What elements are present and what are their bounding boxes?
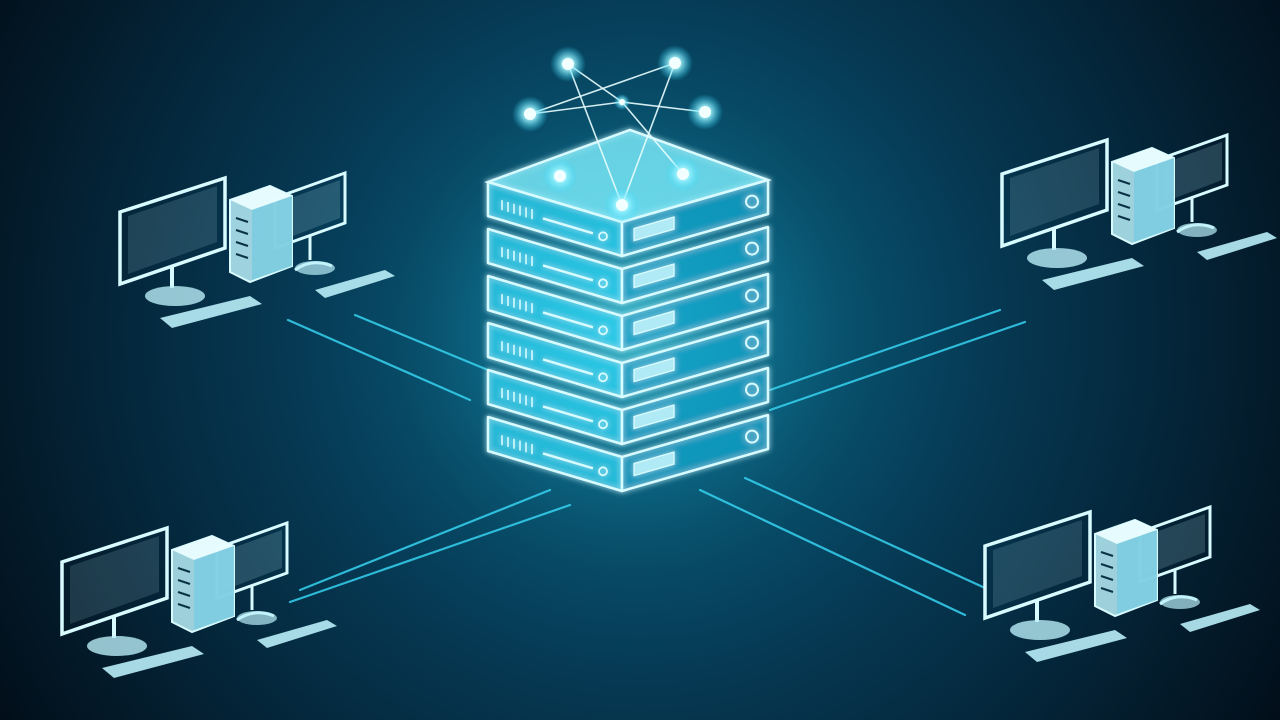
topology-node [677, 168, 689, 180]
server-button [745, 382, 759, 397]
drive-bay [177, 567, 191, 573]
network-nodes-icon [512, 45, 723, 223]
keyboard [160, 296, 262, 328]
server-rack-icon [484, 128, 773, 493]
topology-link [529, 62, 676, 115]
workstation-bottom-left [60, 520, 337, 678]
server-button [745, 288, 759, 303]
drive-bay [1117, 179, 1131, 185]
desktop-computer-icon [118, 175, 227, 287]
workstation-top-left [118, 170, 395, 328]
drive-bay [235, 217, 249, 223]
front-panel [633, 357, 675, 383]
drive-bar [542, 217, 594, 235]
connection-line [768, 320, 1027, 412]
server-unit [486, 366, 770, 446]
drive-bay [235, 241, 249, 247]
workstation-bottom-right [983, 504, 1260, 662]
desktop-computer-icon [983, 509, 1092, 621]
server-unit [486, 225, 770, 305]
front-panel [633, 310, 675, 336]
drive-bay [235, 253, 249, 259]
power-indicator [598, 325, 608, 336]
desktop-computer-icon [60, 525, 169, 637]
front-panel [633, 263, 675, 289]
drive-bay [1117, 191, 1131, 197]
connection-line [768, 308, 1002, 392]
server-button [745, 241, 759, 256]
monitor-stand [1010, 620, 1070, 640]
drive-bay [1117, 203, 1131, 209]
monitor-stand [1027, 248, 1087, 268]
connection-line [288, 503, 572, 604]
server-button [745, 335, 759, 350]
drive-bar [542, 452, 594, 470]
power-indicator [598, 372, 608, 383]
server-unit [486, 319, 770, 399]
topology-node [562, 58, 574, 70]
connection-line [743, 476, 987, 590]
workstation-top-right [1000, 132, 1277, 290]
keyboard-secondary [315, 270, 395, 298]
connection-lines [286, 308, 1027, 617]
drive-bay [1100, 587, 1114, 593]
drive-bar [542, 311, 594, 329]
keyboard [1042, 258, 1144, 290]
topology-node [616, 199, 628, 211]
drive-bay [177, 579, 191, 585]
topology-link [567, 63, 623, 206]
topology-node [699, 106, 711, 118]
drive-bar [542, 264, 594, 282]
server-unit [486, 413, 770, 493]
keyboard-secondary [1197, 232, 1277, 260]
drive-bay [177, 603, 191, 609]
monitor-stand [145, 286, 205, 306]
connection-line [298, 488, 552, 592]
connection-line [698, 488, 967, 617]
server-button [745, 194, 759, 209]
connection-line [353, 313, 502, 377]
drive-bay [177, 591, 191, 597]
drive-bar [542, 358, 594, 376]
power-indicator [598, 231, 608, 242]
power-indicator [598, 278, 608, 289]
connection-line [286, 318, 472, 402]
drive-bay [1100, 575, 1114, 581]
keyboard [102, 646, 204, 678]
drive-bar [542, 405, 594, 423]
server-unit [486, 272, 770, 352]
topology-node [524, 108, 536, 120]
topology-node [554, 170, 566, 182]
keyboard-secondary [257, 620, 337, 648]
front-panel [633, 216, 675, 242]
drive-bay [1100, 563, 1114, 569]
topology-node [619, 99, 625, 105]
power-indicator [598, 466, 608, 477]
topology-node [669, 57, 681, 69]
keyboard-secondary [1180, 604, 1260, 632]
front-panel [633, 451, 675, 477]
drive-bay [235, 229, 249, 235]
server-button [745, 429, 759, 444]
front-panel [633, 404, 675, 430]
drive-bay [1117, 215, 1131, 221]
workstations [60, 132, 1277, 678]
power-indicator [598, 419, 608, 430]
keyboard [1025, 630, 1127, 662]
desktop-computer-icon [1000, 137, 1109, 249]
server-unit [486, 178, 770, 258]
monitor-stand [87, 636, 147, 656]
drive-bay [1100, 551, 1114, 557]
